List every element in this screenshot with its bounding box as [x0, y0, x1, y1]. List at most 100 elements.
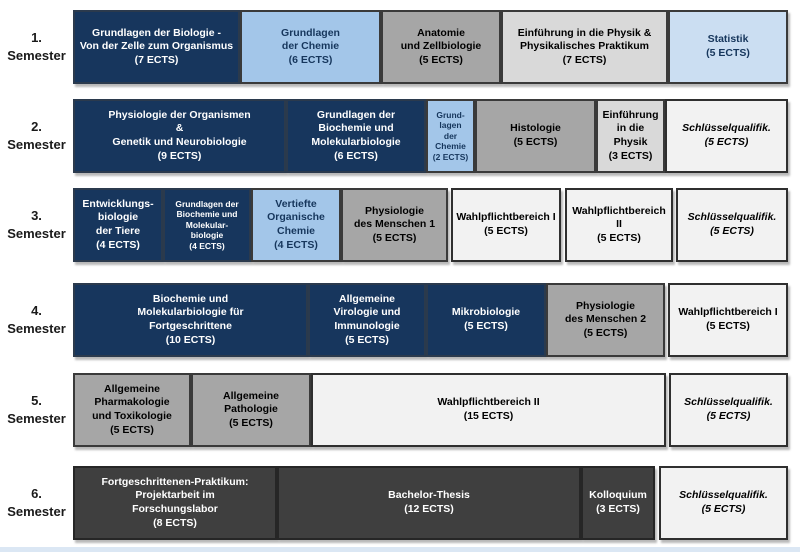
course-block: Kolloquium(3 ECTS): [581, 466, 655, 540]
course-block-text: Physiologie: [576, 299, 635, 312]
course-block-text: der Chemie: [281, 40, 340, 53]
course-block-text: Einführung: [602, 108, 659, 121]
course-block-text: (5 ECTS): [706, 410, 751, 422]
course-block-text: Physikalisches Praktikum: [520, 40, 649, 53]
semester-row-2: 2. Semester Physiologie der Organismen&Gen…: [0, 99, 800, 173]
course-block-text: (5 ECTS): [583, 326, 628, 339]
course-block-text: biologie: [190, 230, 224, 241]
course-block-text: (9 ECTS): [157, 149, 202, 162]
semester-label-line: 3.: [31, 208, 42, 224]
course-block-text: (5 ECTS): [706, 320, 750, 332]
course-block-text: Pathologie: [224, 403, 278, 416]
course-block-text: Fortgeschrittene: [149, 320, 232, 332]
course-block-text: (5 ECTS): [464, 320, 508, 332]
course-block-text: Grund-: [436, 110, 465, 121]
course-block: Schlüsselqualifik.(5 ECTS): [669, 373, 788, 447]
course-block-text: Projektarbeit im: [135, 489, 215, 502]
course-block-text: Grundlagen der: [316, 108, 396, 121]
semester-label-line: Semester: [7, 411, 66, 426]
semester-row-1: 1. Semester Grundlagen der Biologie -Von d…: [0, 10, 800, 84]
course-block-text: (5 ECTS): [484, 225, 528, 237]
course-block-text: und Zellbiologie: [400, 40, 482, 53]
semester-label-line: 2.: [31, 119, 42, 135]
course-block: Wahlpflichtbereich I(5 ECTS): [451, 188, 561, 262]
course-block-text: Schlüsselqualifik.: [687, 211, 777, 224]
course-block: Histologie(5 ECTS): [475, 99, 596, 173]
course-block-text: Physiologie der Organismen: [108, 108, 251, 121]
course-block: Statistik(5 ECTS): [668, 10, 788, 84]
course-block: Schlüsselqualifik.(5 ECTS): [676, 188, 788, 262]
semester-label-line: Semester: [7, 226, 66, 241]
course-block: Physiologie der Organismen&Genetik und N…: [73, 99, 286, 173]
course-block-text: (5 ECTS): [345, 333, 389, 346]
course-block: Fortgeschrittenen-Praktikum:Projektarbei…: [73, 466, 277, 540]
course-block-text: und Toxikologie: [92, 410, 172, 422]
course-block-text: &: [175, 122, 184, 135]
course-block-text: Biochemie und: [152, 292, 229, 305]
semester-label-line: 1.: [31, 30, 42, 46]
course-block-text: Virologie und: [333, 306, 401, 319]
course-block-text: Statistik: [707, 33, 749, 46]
course-block-text: (15 ECTS): [463, 410, 514, 422]
course-block-text: (5 ECTS): [701, 503, 746, 515]
semester-label: 3. Semester: [0, 207, 73, 242]
course-block-text: Wahlpflichtbereich I: [678, 306, 778, 319]
semester-label: 5. Semester: [0, 392, 73, 427]
course-block-text: Biochemie und: [176, 209, 238, 220]
course-block-text: (2 ECTS): [432, 151, 469, 162]
semester-label-line: 4.: [31, 303, 42, 319]
course-blocks: Fortgeschrittenen-Praktikum:Projektarbei…: [73, 466, 788, 540]
course-block-text: (5 ECTS): [513, 136, 558, 148]
course-block-text: Fortgeschrittenen-Praktikum:: [101, 475, 249, 488]
semester-label-line: Semester: [7, 48, 66, 63]
course-block-text: der: [443, 130, 458, 141]
course-block-text: des Menschen 1: [353, 218, 436, 231]
course-block-text: (6 ECTS): [288, 53, 333, 66]
course-block-text: biologie: [97, 211, 139, 224]
course-block: Grundlagen der Biologie -Von der Zelle z…: [73, 10, 240, 84]
course-block-text: Allgemeine: [338, 292, 396, 305]
course-block-text: Grundlagen: [281, 26, 340, 39]
course-block: Wahlpflichtbereich I(5 ECTS): [668, 283, 788, 357]
course-block-text: Chemie: [435, 141, 466, 152]
course-block-text: Physiologie: [365, 204, 424, 217]
course-blocks: Physiologie der Organismen&Genetik und N…: [73, 99, 788, 173]
course-block: Mikrobiologie(5 ECTS): [426, 283, 546, 357]
course-block-text: (4 ECTS): [274, 238, 318, 251]
course-block-text: (12 ECTS): [404, 503, 454, 515]
course-block-text: Kolloquium: [589, 489, 647, 502]
course-block-text: (3 ECTS): [608, 149, 653, 162]
course-block-text: Grundlagen der: [175, 199, 239, 210]
course-block-text: (7 ECTS): [562, 53, 607, 66]
course-block-text: Histologie: [510, 122, 561, 135]
footer-strip: [0, 547, 800, 552]
semester-label-line: 5.: [31, 393, 42, 409]
course-block-text: (5 ECTS): [706, 47, 750, 59]
course-block-text: Molekularbiologie: [311, 136, 401, 148]
semester-label-line: Semester: [7, 137, 66, 152]
course-block-text: Vertiefte: [275, 197, 317, 210]
course-block-text: Chemie: [277, 225, 315, 237]
course-block-text: (6 ECTS): [334, 149, 378, 162]
course-block-text: Wahlpflichtbereich II: [437, 396, 540, 409]
course-block-text: (5 ECTS): [704, 136, 749, 148]
course-block: Wahlpflichtbereich II(15 ECTS): [311, 373, 666, 447]
course-block-text: Genetik und Neurobiologie: [112, 136, 247, 148]
course-block: Einführung in die Physik &Physikalisches…: [501, 10, 668, 84]
semester-label-line: 6.: [31, 486, 42, 502]
semester-label-line: Semester: [7, 321, 66, 336]
course-block-text: der Tiere: [95, 225, 141, 237]
course-block-text: Molekular-: [185, 219, 229, 230]
course-block-text: Forschungslabor: [132, 503, 218, 515]
course-block-text: (5 ECTS): [372, 231, 417, 244]
